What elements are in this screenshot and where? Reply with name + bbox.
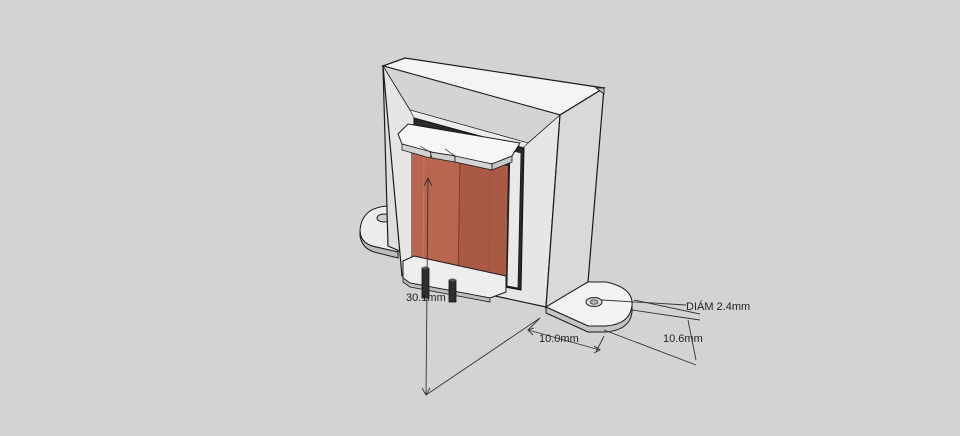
height-dimension-label[interactable]: 30.1mm <box>406 292 446 304</box>
bobbin-top-flange <box>397 123 521 171</box>
dimension-hole-leader[interactable] <box>601 299 687 306</box>
depth-dimension-label[interactable]: 10.6mm <box>663 333 703 345</box>
hole-diameter-label[interactable]: DIÁM 2.4mm <box>686 300 750 313</box>
bobbin-bottom-flange <box>402 255 507 303</box>
solder-pin-right <box>448 278 457 303</box>
dimension-width[interactable] <box>527 317 605 354</box>
dimension-height[interactable] <box>421 176 541 396</box>
width-dimension-label[interactable]: 10.0mm <box>539 333 579 345</box>
copper-coil <box>411 149 509 287</box>
